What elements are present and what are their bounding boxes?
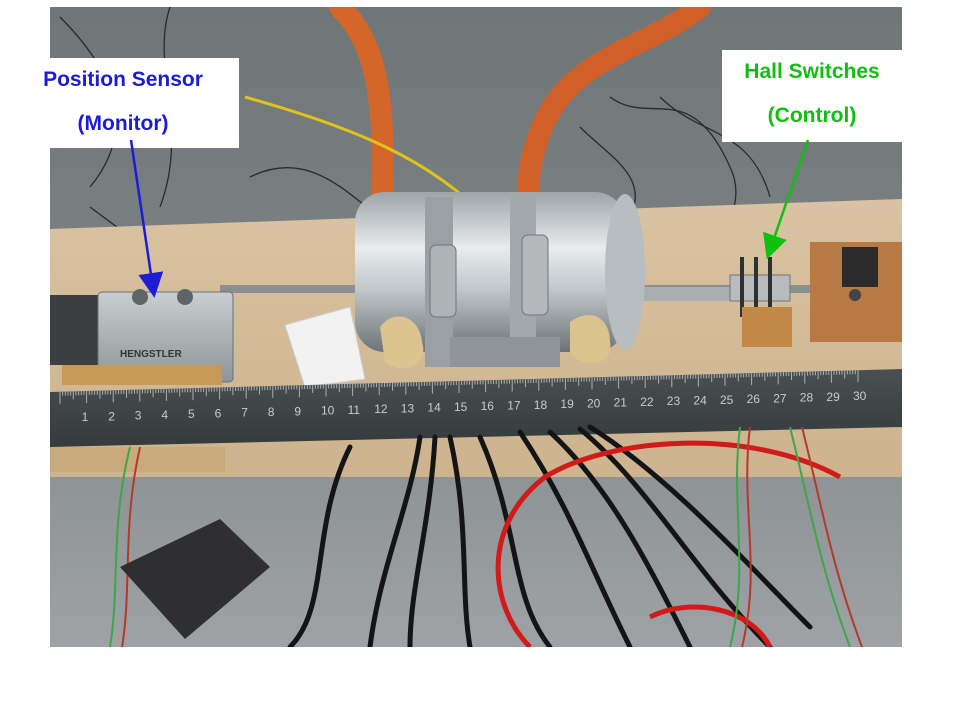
ruler-number: 6	[215, 406, 222, 420]
ruler-number: 18	[534, 398, 548, 412]
ruler-number: 16	[481, 399, 495, 413]
ruler-number: 22	[640, 395, 654, 409]
ruler-number: 19	[560, 397, 574, 411]
red-cable	[495, 440, 842, 647]
ruler-number: 1	[82, 410, 89, 424]
hall-switch-assembly	[729, 257, 792, 347]
position-sensor-subtitle: (Monitor)	[77, 112, 169, 135]
ruler-number: 24	[693, 393, 707, 407]
foam-blob-right	[570, 314, 611, 364]
paper-card	[284, 306, 366, 388]
ruler-number: 8	[268, 405, 275, 419]
ruler-number: 21	[614, 396, 628, 410]
ruler-number: 15	[454, 400, 468, 414]
position-sensor-label: Position Sensor (Monitor)	[7, 58, 239, 148]
ruler-number: 5	[188, 407, 195, 421]
twisted-sensor-wires	[109, 426, 863, 647]
ruler-number: 20	[587, 396, 601, 410]
position-sensor-device: HENGSTLER	[50, 289, 234, 385]
ruler-number: 25	[720, 393, 734, 407]
position-sensor-title: Position Sensor	[43, 68, 203, 91]
ruler-number: 10	[321, 404, 335, 418]
ruler-number: 26	[747, 392, 761, 406]
sensor-brand-text: HENGSTLER	[120, 349, 182, 360]
hall-switches-label: Hall Switches (Control)	[722, 50, 902, 142]
ruler-number: 29	[826, 390, 840, 404]
ruler-number: 12	[374, 402, 388, 416]
ruler-number: 13	[401, 401, 415, 415]
ruler-number: 3	[135, 409, 142, 423]
ruler-number: 11	[348, 403, 361, 417]
black-foam-piece	[120, 519, 270, 639]
motor-cylinder	[355, 192, 645, 367]
ruler-number: 17	[507, 399, 521, 413]
orange-hose-right	[517, 7, 711, 213]
foam-blob-left	[380, 316, 424, 369]
hall-switches-title: Hall Switches	[744, 60, 880, 83]
ruler-number: 7	[241, 406, 248, 420]
ruler-number: 27	[773, 391, 787, 405]
ruler-number: 9	[294, 404, 301, 418]
shaft-extension	[620, 287, 740, 301]
hall-switches-subtitle: (Control)	[767, 104, 857, 127]
ruler-number: 28	[800, 391, 814, 405]
orange-hose-left	[329, 7, 394, 218]
right-mount-block	[810, 242, 902, 342]
ruler-number: 4	[161, 408, 168, 422]
ruler-number: 14	[427, 401, 441, 415]
ruler-number: 30	[853, 389, 867, 403]
ruler-number: 2	[108, 409, 115, 423]
ruler-number: 23	[667, 394, 681, 408]
